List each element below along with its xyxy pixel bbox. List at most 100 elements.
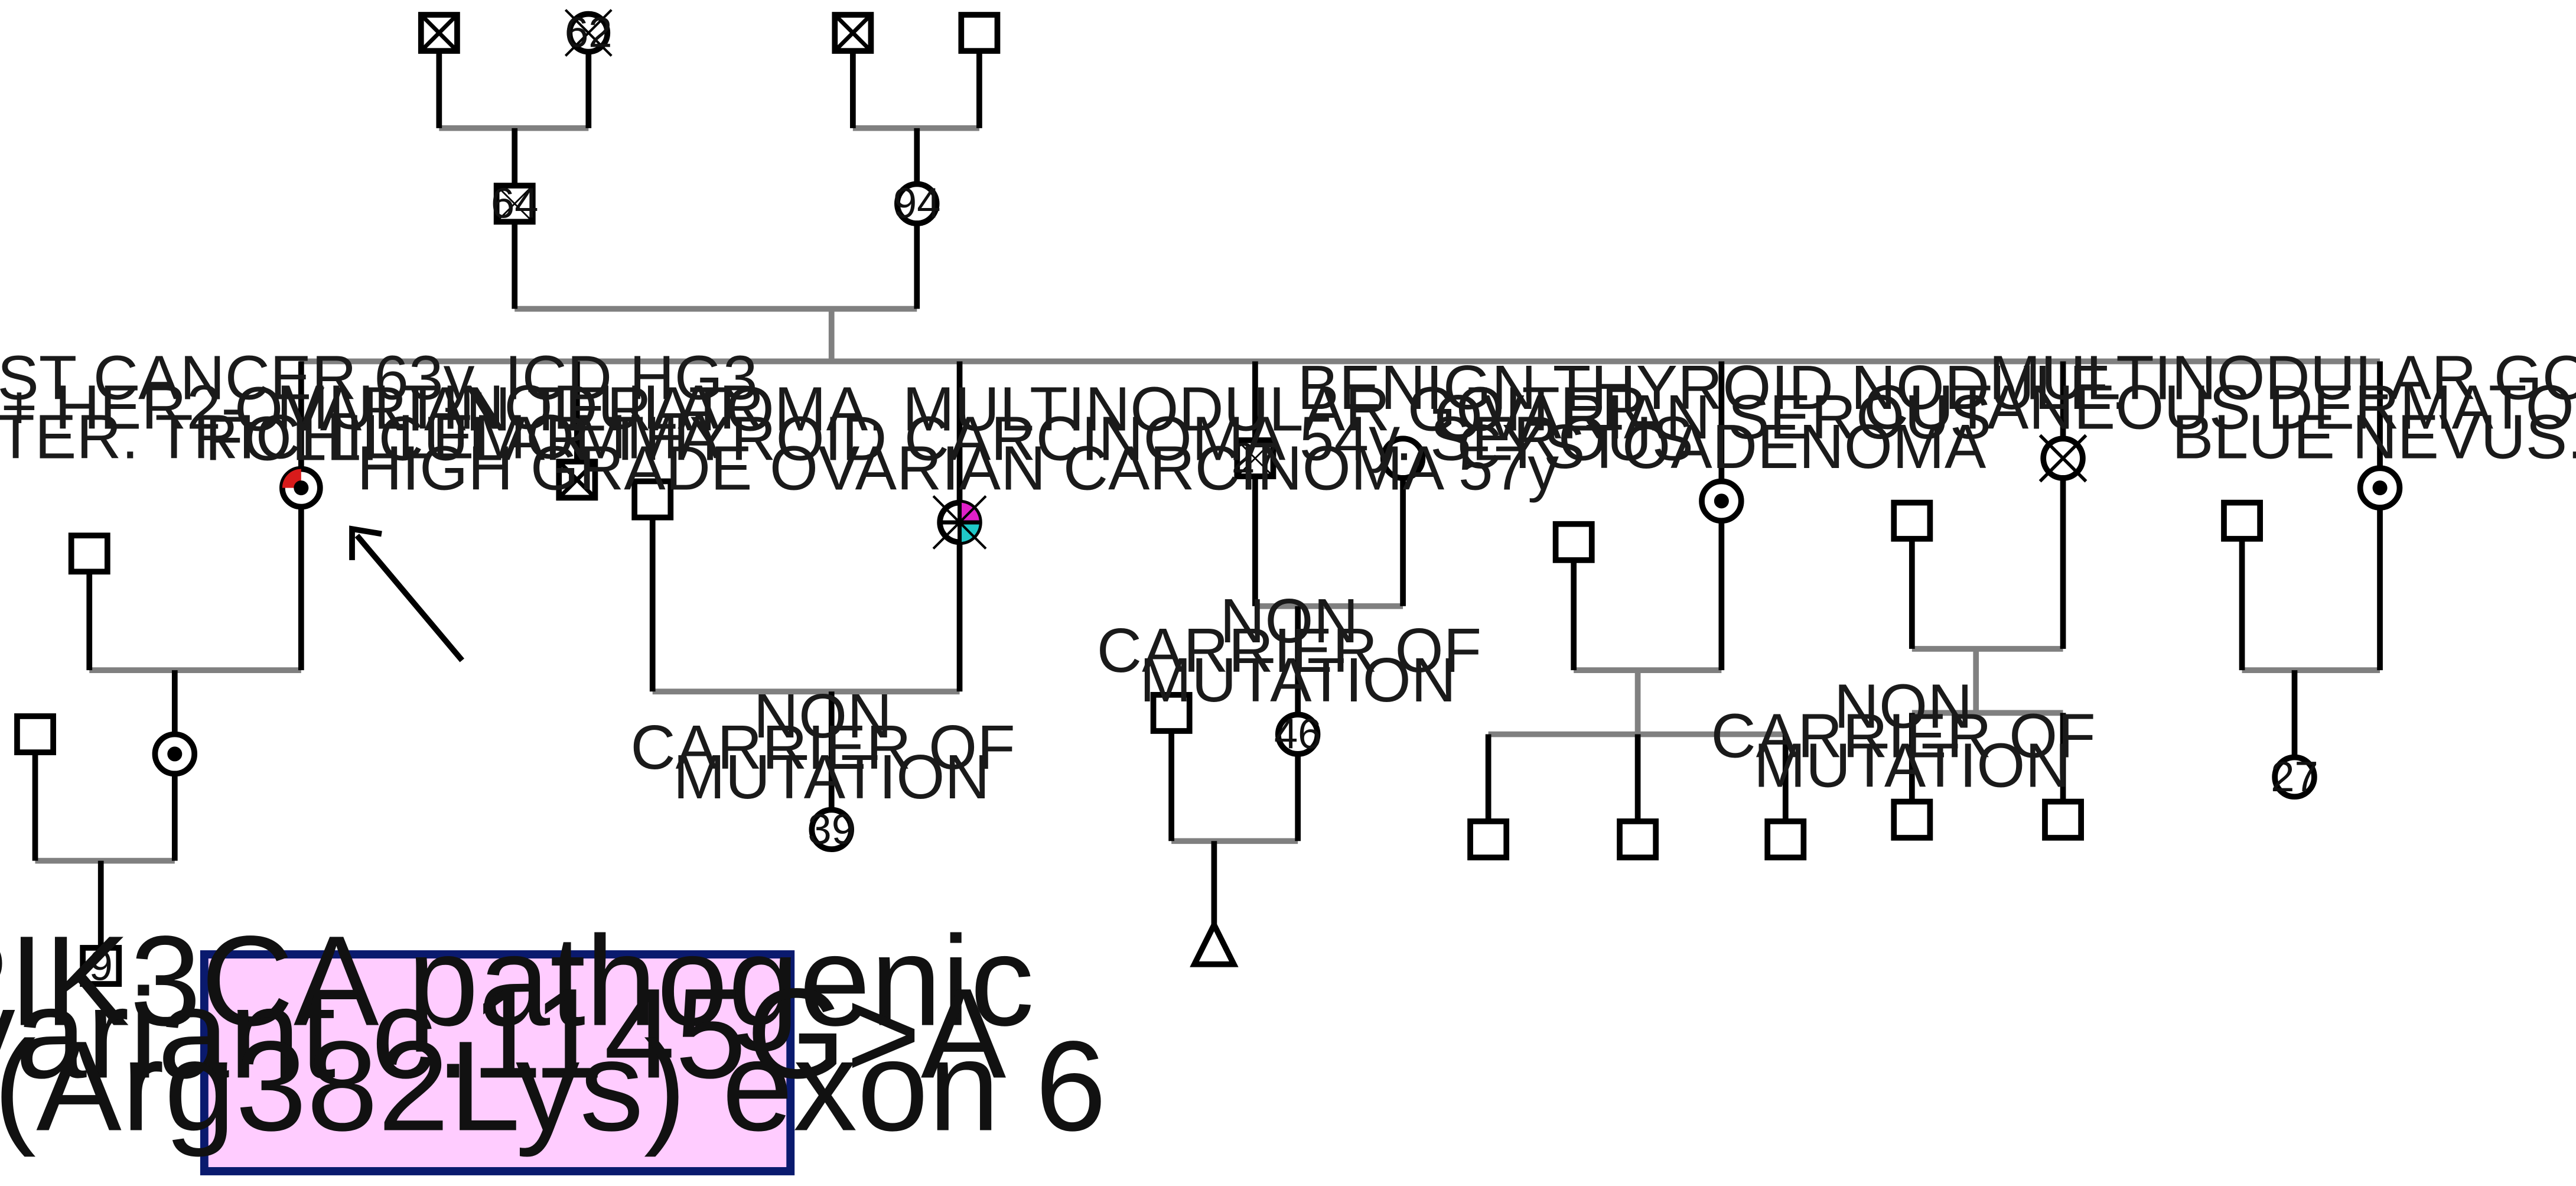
male-spouse-sister-goiter: [2221, 499, 2263, 542]
male-nephew-4: [2042, 798, 2084, 841]
female-spouse-brother-27: [1380, 436, 1426, 481]
circle: [2272, 754, 2317, 800]
male-spouse-sister-ovarian: [631, 478, 674, 521]
tspan: CYSTOADENOMA: [1457, 412, 1986, 482]
male-proband-grandson: 9: [80, 943, 122, 990]
tspan: CARRIER OF: [630, 713, 1015, 782]
rect: [2221, 499, 2263, 542]
tspan: CUTANEOUS DERMATOFIBROMA.: [1864, 373, 2576, 443]
tspan: MUTATION: [673, 742, 990, 812]
sister-thyroid-annotation: BENIGN THYROID NODULE. OVARIAN SEROUS CY…: [1297, 353, 2145, 482]
male-proband-spouse: [68, 532, 110, 575]
tspan: BENIGN THYROID NODULE.: [1297, 353, 2128, 423]
age-label: 39: [808, 806, 855, 853]
path: [1190, 918, 1239, 967]
non-carrier-label-1: NON CARRIER OF MUTATION: [630, 681, 1033, 812]
line: [496, 185, 533, 223]
female-sister-goiter-carrier: [2357, 465, 2403, 511]
tspan: BREAST CANCER 63y. ICD HG3: [0, 343, 758, 412]
line: [557, 460, 597, 499]
tspan: PIK3CA pathogenic: [0, 909, 1034, 1052]
line: [564, 9, 613, 57]
sister-ovarian-annotation: OVARIAN TERATOMA. MULTINODULAR GOITER. F…: [205, 374, 1711, 503]
tspan: OVARIAN SEROUS: [1434, 382, 1991, 452]
circle: [894, 181, 940, 226]
carrier-dot-icon: [1714, 493, 1729, 509]
carrier-dot-icon: [294, 480, 309, 496]
rect: [1891, 499, 1933, 542]
tspan: HIGH GRADE OVARIAN CARCINOMA 57y: [357, 433, 1559, 503]
proband-annotation: BREAST CANCER 63y. ICD HG3 HHRR+ HER2-. …: [0, 343, 781, 472]
male-spouse-sister-thyroid: [1552, 521, 1595, 563]
female-niece-46: 46: [1274, 711, 1321, 758]
age-label: 9: [89, 943, 113, 990]
rect: [1552, 521, 1595, 563]
sister-goiter-annotation: MULTINODULAR GOITER. CUTANEOUS DERMATOFI…: [1864, 343, 2576, 472]
age-label: 46: [1274, 711, 1321, 758]
male-deceased-maternal-grandfather: [832, 12, 874, 54]
non-carrier-label-3: NON CARRIER OF MUTATION: [1711, 671, 2113, 800]
male-nephew-3: [1764, 818, 1807, 860]
male-nephew-2: [1617, 818, 1659, 860]
female-deceased-sister: [2038, 434, 2087, 483]
tspan: CARRIER OF: [1711, 701, 2095, 771]
circle: [1380, 436, 1426, 481]
rect: [1150, 691, 1193, 734]
line: [1236, 439, 1274, 477]
pregnancy-triangle-icon: [1190, 918, 1239, 967]
rect: [958, 12, 1001, 54]
tspan: variant c.1145G>A: [0, 962, 1007, 1105]
tspan: NON: [1834, 671, 1973, 741]
age-label: 27: [2271, 753, 2318, 801]
female-proband-carrier: [279, 466, 323, 510]
carrier-dot-icon: [2372, 480, 2388, 496]
rect: [1617, 818, 1659, 860]
female-deceased-paternal-grandmother: 62: [564, 9, 613, 57]
female-proband-daughter-carrier: [152, 731, 198, 777]
female-deceased-sister-ovarian: [932, 495, 987, 550]
line: [2038, 434, 2087, 483]
male-son-in-law: [14, 713, 56, 756]
tspan: GOITER. TRICHILLEMOMMA: [0, 402, 721, 472]
individual-lines: [32, 51, 2383, 950]
male-nephew-1: [1467, 818, 1510, 860]
female-sister-thyroid-carrier: [1699, 478, 1744, 524]
male-deceased-father: 64: [491, 180, 538, 228]
tspan: p.(Arg382Lys) exon 6: [0, 1014, 1106, 1157]
rect: [1467, 818, 1510, 860]
tspan: MULTINODULAR GOITER.: [1989, 343, 2576, 412]
rect: [631, 478, 674, 521]
male-deceased-brother: [556, 459, 598, 501]
tspan: HHRR+ HER2-. MULTINODULAR: [0, 373, 764, 443]
female-mother: 94: [893, 180, 940, 228]
tspan: CARRIER OF: [1097, 616, 1481, 685]
rect: [1764, 818, 1807, 860]
variant-text: PIK3CA pathogenic variant c.1145G>A p.(A…: [0, 909, 1106, 1158]
male-spouse-niece-46: [1150, 691, 1193, 734]
rect: [68, 532, 110, 575]
non-carrier-label-2: NON CARRIER OF MUTATION: [1097, 586, 1499, 715]
tspan: NON: [754, 681, 893, 751]
age-label: 62: [565, 9, 612, 57]
tspan: OVARIAN TERATOMA. MULTINODULAR GOITER.: [235, 374, 1664, 444]
circle: [1275, 711, 1321, 757]
rect: [200, 950, 795, 1175]
tspan: MUTATION: [1754, 731, 2070, 801]
variant-box: PIK3CA pathogenic variant c.1145G>A p.(A…: [0, 909, 1106, 1175]
tspan: NON: [1220, 586, 1359, 656]
male-maternal-great-uncle: [958, 12, 1001, 54]
female-niece-39: 39: [808, 806, 855, 853]
line: [833, 13, 872, 53]
rect: [1891, 798, 1933, 841]
rect: [80, 945, 122, 987]
female-niece-27: 27: [2271, 753, 2318, 801]
carrier-dot-icon: [167, 746, 183, 762]
age-label: 27: [1232, 435, 1279, 482]
proband-arrow: [354, 534, 464, 662]
line: [419, 13, 459, 53]
male-deceased-paternal-grandfather: [418, 12, 460, 54]
proband-arrow-head: [349, 525, 382, 560]
male-deceased-brother-27: 27: [1232, 435, 1279, 482]
tspan: MUTATION: [1139, 645, 1456, 715]
